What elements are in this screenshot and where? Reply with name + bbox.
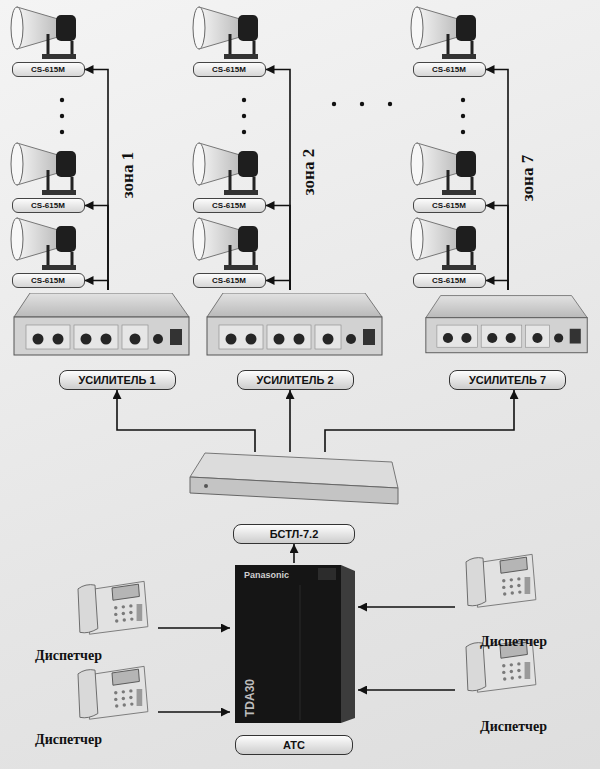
dot — [461, 114, 465, 118]
speaker-label: CS-615M — [413, 198, 486, 213]
signal-arrow — [266, 206, 291, 291]
amplifier-pictures — [14, 293, 587, 355]
speaker-picture — [11, 7, 76, 59]
signal-arrow — [266, 70, 291, 291]
model-label: CS-615M — [420, 201, 479, 210]
model-label: TDA30 — [243, 679, 257, 717]
speaker-label: CS-615M — [12, 273, 85, 288]
ellipsis-dots — [60, 98, 465, 134]
ats-picture — [235, 565, 355, 723]
speaker-picture — [411, 143, 476, 195]
dot — [332, 102, 336, 106]
amplifier-picture — [207, 293, 382, 355]
device-label: УСИЛИТЕЛЬ 7 — [449, 370, 566, 390]
signal-arrow — [486, 206, 509, 291]
speaker-picture — [11, 218, 76, 270]
model-label: CS-615M — [19, 276, 78, 285]
dot — [461, 130, 465, 134]
ats-panel — [318, 568, 336, 580]
amplifier: УСИЛИТЕЛЬ 1 — [10, 290, 192, 390]
dot — [60, 98, 64, 102]
ats-front — [235, 565, 341, 723]
speaker-label: CS-615M — [413, 62, 486, 77]
amplifier: УСИЛИТЕЛЬ 7 — [423, 290, 592, 390]
signal-arrow — [158, 627, 230, 629]
speaker-label: CS-615M — [193, 273, 266, 288]
signal-arrow — [289, 390, 291, 452]
dispatcher-phone: Диспетчер — [455, 540, 572, 650]
device-label: УСИЛИТЕЛЬ 2 — [237, 370, 354, 390]
brand-label: Panasonic — [244, 570, 289, 580]
dispatcher-phone: Диспетчер — [30, 652, 158, 748]
phone-pictures — [78, 554, 536, 719]
bstl-front — [190, 477, 398, 504]
speaker-label: CS-615M — [193, 198, 266, 213]
ats-side — [341, 565, 355, 723]
dot — [388, 102, 392, 106]
amplifier-picture — [14, 293, 189, 355]
speaker-label: CS-615M — [193, 62, 266, 77]
dispatcher-label: Диспетчер — [35, 648, 102, 664]
signal-arrow — [158, 711, 230, 713]
signal-arrow — [85, 206, 109, 291]
signal-arrow — [85, 70, 109, 291]
speaker-picture — [11, 143, 76, 195]
signal-arrow — [325, 390, 514, 452]
bstl-picture — [190, 453, 398, 504]
zone-label: зона 2 — [299, 149, 319, 195]
speaker-picture — [193, 7, 258, 59]
dot — [360, 102, 364, 106]
speaker-picture — [411, 218, 476, 270]
signal-arrow — [117, 390, 255, 452]
model-label: CS-615M — [420, 276, 479, 285]
ats-unit: АТС — [230, 563, 358, 755]
model-label: CS-615M — [200, 276, 259, 285]
model-label: CS-615M — [420, 65, 479, 74]
speaker-pictures — [11, 7, 476, 270]
signal-arrow — [85, 281, 109, 291]
phone-picture — [78, 581, 148, 634]
model-label: CS-615M — [19, 65, 78, 74]
dot — [242, 98, 246, 102]
bstl-unit: БСТЛ-7.2 — [186, 452, 402, 544]
dispatcher-label: Диспетчер — [480, 719, 547, 735]
speaker-label: CS-615M — [413, 273, 486, 288]
dot — [242, 130, 246, 134]
device-label: УСИЛИТЕЛЬ 1 — [59, 370, 176, 390]
phone-picture — [466, 554, 536, 607]
dispatcher-label: Диспетчер — [35, 732, 102, 748]
dispatcher-phone: Диспетчер — [30, 566, 158, 664]
speaker-picture — [193, 218, 258, 270]
signal-arrow — [266, 281, 291, 291]
dot — [461, 98, 465, 102]
dot — [60, 114, 64, 118]
zone-label: зона 1 — [118, 152, 138, 198]
signal-arrow — [293, 544, 295, 563]
speaker-label: CS-615M — [12, 62, 85, 77]
device-label: БСТЛ-7.2 — [233, 524, 355, 544]
model-label: CS-615M — [200, 201, 259, 210]
speaker-picture — [193, 143, 258, 195]
signal-arrow — [486, 281, 509, 291]
speaker-picture — [411, 7, 476, 59]
phone-picture — [78, 666, 148, 719]
bstl-led — [204, 484, 208, 488]
model-label: CS-615M — [19, 201, 78, 210]
speaker-label: CS-615M — [12, 198, 85, 213]
zone-label: зона 7 — [518, 155, 538, 201]
signal-arrow — [358, 689, 455, 691]
dispatcher-label: Диспетчер — [480, 634, 547, 650]
amplifier-picture — [426, 296, 587, 353]
dispatcher-phone: Диспетчер — [455, 625, 572, 735]
amplifier: УСИЛИТЕЛЬ 2 — [203, 290, 387, 390]
dot — [242, 114, 246, 118]
dot — [60, 130, 64, 134]
ats-seam — [300, 585, 301, 720]
device-label: АТС — [235, 735, 353, 755]
signal-arrow — [358, 606, 455, 608]
model-label: CS-615M — [200, 65, 259, 74]
signal-arrow — [486, 70, 509, 291]
